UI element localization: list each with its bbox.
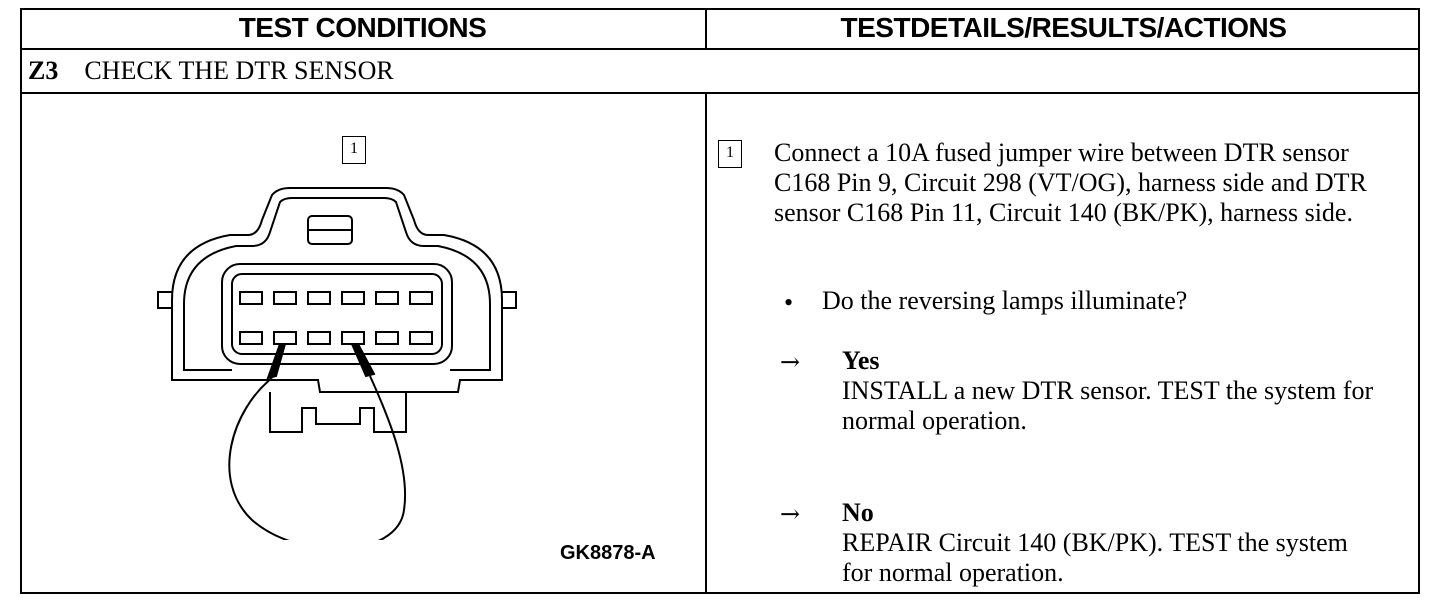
- header-divider: [20, 48, 1420, 50]
- section-name: CHECK THE DTR SENSOR: [84, 56, 394, 85]
- section-code: Z3: [28, 56, 59, 85]
- column-divider-body: [705, 92, 707, 594]
- yes-action: INSTALL a new DTR sensor. TEST the syste…: [842, 376, 1374, 435]
- question-text: Do the reversing lamps illuminate?: [822, 286, 1188, 315]
- no-action: REPAIR Circuit 140 (BK/PK). TEST the sys…: [842, 528, 1348, 587]
- section-title: Z3 CHECK THE DTR SENSOR: [28, 56, 394, 86]
- no-arrow-icon: →: [780, 500, 801, 528]
- instruction-text: Connect a 10A fused jumper wire between …: [774, 138, 1367, 227]
- no-label: No: [842, 498, 874, 527]
- figure-code: GK8878-A: [560, 542, 656, 564]
- yes-arrow-icon: →: [780, 348, 801, 376]
- dtr-connector-illustration: [157, 187, 517, 540]
- question-bullet: •: [784, 288, 794, 317]
- yes-label: Yes: [842, 346, 880, 375]
- column-divider-top: [705, 8, 707, 48]
- figure-step-marker: 1: [342, 136, 366, 164]
- details-step-marker: 1: [718, 140, 742, 168]
- test-details-header: TESTDETAILS/RESULTS/ACTIONS: [840, 12, 1287, 43]
- table-frame: [20, 8, 1420, 594]
- section-divider: [20, 92, 1420, 94]
- test-conditions-header: TEST CONDITIONS: [238, 12, 487, 43]
